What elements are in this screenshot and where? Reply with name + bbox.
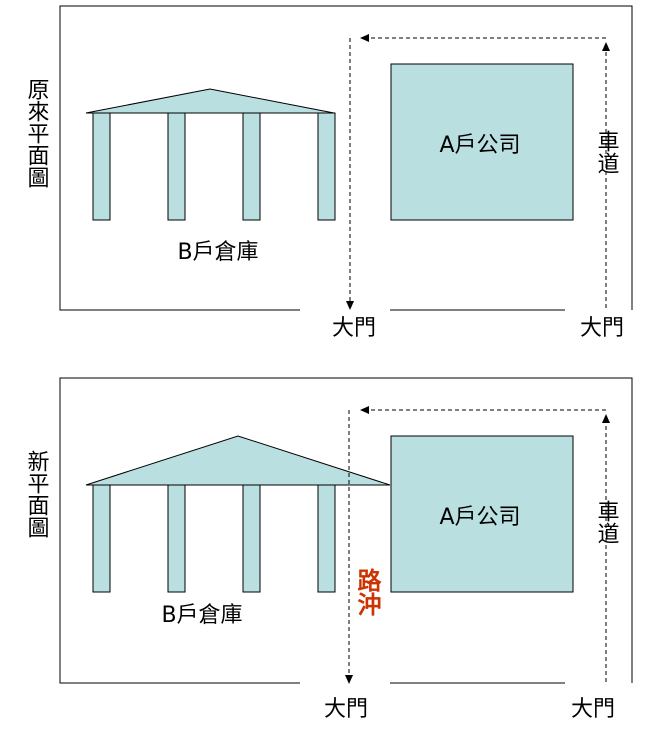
- original-driveway-path: [346, 34, 610, 310]
- new-gate-left: 大門: [324, 697, 368, 722]
- new-side-title: 新平面圖: [24, 450, 50, 538]
- original-plan: A戶公司 B戶倉庫 車道 大門 大門 原來平面圖: [24, 5, 633, 341]
- new-warehouse-pillar: [92, 484, 111, 593]
- original-warehouse: [85, 88, 336, 221]
- original-company-building: [390, 63, 574, 221]
- new-driveway-label: 車道: [594, 500, 620, 544]
- new-road-clash-label: 路沖: [353, 567, 381, 616]
- new-driveway-path: [345, 406, 610, 684]
- original-warehouse-pillar: [167, 112, 186, 221]
- new-warehouse-roof: [85, 435, 391, 486]
- original-site-boundary: [59, 5, 633, 311]
- new-warehouse-pillar: [242, 484, 261, 593]
- new-warehouse-pillar: [317, 484, 336, 593]
- original-warehouse-pillar: [92, 112, 111, 221]
- new-company-label: A戶公司: [439, 505, 520, 530]
- original-gate-left: 大門: [332, 316, 376, 341]
- new-warehouse-pillar: [167, 484, 186, 593]
- new-warehouse: [85, 435, 391, 593]
- original-driveway-label: 車道: [594, 130, 620, 174]
- original-company-label: A戶公司: [439, 133, 520, 158]
- original-warehouse-pillar: [242, 112, 261, 221]
- original-warehouse-roof: [85, 88, 335, 114]
- new-site-boundary: [59, 377, 633, 684]
- new-warehouse-label: B戶倉庫: [161, 603, 242, 628]
- new-plan: A戶公司 B戶倉庫 車道 路沖 大門 大門 新平面圖: [24, 377, 633, 722]
- new-gate-right: 大門: [571, 697, 615, 722]
- original-side-title: 原來平面圖: [24, 78, 50, 188]
- new-company-building: [390, 435, 574, 593]
- original-warehouse-label: B戶倉庫: [177, 240, 258, 265]
- original-warehouse-pillar: [317, 112, 336, 221]
- original-gate-right: 大門: [580, 316, 624, 341]
